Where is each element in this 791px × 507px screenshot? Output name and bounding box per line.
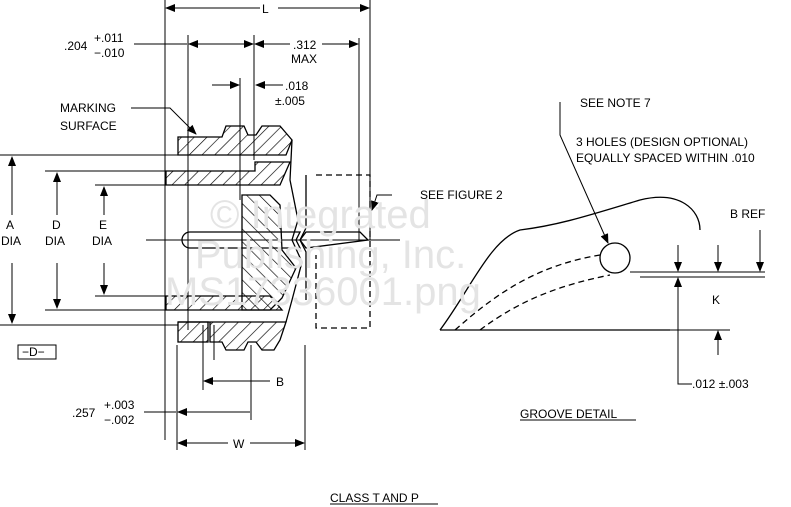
drawing-label: −.002 [104,413,135,427]
drawing-label: MAX [291,52,317,66]
watermark-line: © Integrated [210,193,431,237]
drawing-label: CLASS T AND P [330,491,419,505]
drawing-label: .257 [72,406,96,420]
drawing-label: 3 HOLES (DESIGN OPTIONAL) [576,135,748,149]
dim-L: L [164,0,371,440]
drawing-label: B REF [730,207,765,221]
dim-B: B [202,325,284,390]
drawing-label: GROOVE DETAIL [520,407,617,421]
drawing-label: A [6,218,14,232]
drawing-label: L [262,2,269,16]
drawing-label: DIA [92,234,112,248]
dim-204-312: .204 +.011 −.010 .312 MAX [64,31,360,330]
drawing-label: E [99,218,107,232]
drawing-label: B [276,375,284,389]
drawing-label: .018 [285,79,309,93]
drawing-label: ±.005 [275,94,305,108]
drawing-label: SEE FIGURE 2 [420,188,503,202]
marking-surface-callout: MARKING SURFACE [60,101,197,135]
drawing-label: −D− [22,345,45,359]
watermark-line: MS17336001.png [165,270,481,314]
drawing-label: DIA [1,234,21,248]
drawing-label: +.011 [94,31,124,45]
drawing-label: W [233,437,245,451]
dim-A-D-E: A DIA D DIA E DIA −D− [0,154,178,360]
connector-section [146,125,400,351]
drawing-label: SEE NOTE 7 [580,96,651,110]
drawing-label: DIA [45,234,65,248]
drawing-label: EQUALLY SPACED WITHIN .010 [576,151,755,165]
drawing-label: D [52,218,61,232]
drawing-label: .312 [293,38,317,52]
watermark-line: Publishing, Inc. [195,233,466,277]
drawing-label: K [712,293,720,307]
drawing-label: SURFACE [60,119,117,133]
dim-257-W: .257 +.003 −.002 W [72,345,306,451]
drawing-label: .204 [64,39,88,53]
drawing-label: +.003 [104,398,135,412]
drawing-label: −.010 [94,46,125,60]
drawing-label: MARKING [60,101,116,115]
drawing-label: .012 ±.003 [692,377,749,391]
groove-detail: SEE NOTE 7 3 HOLES (DESIGN OPTIONAL) EQU… [439,96,765,421]
watermark: © Integrated Publishing, Inc. MS17336001… [165,193,481,314]
see-figure-2-callout: SEE FIGURE 2 [371,188,503,211]
caption: CLASS T AND P [330,491,438,505]
